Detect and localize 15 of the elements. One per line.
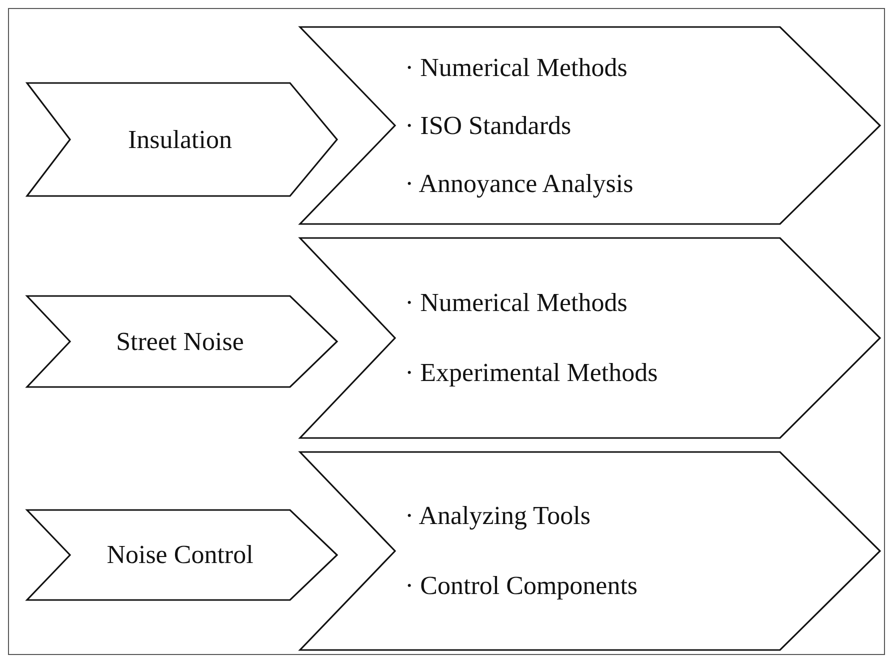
bullet-item: · Control Components: [405, 571, 638, 601]
bullet-item: · Numerical Methods: [405, 52, 628, 82]
bullet-item: · Annoyance Analysis: [405, 168, 634, 198]
bullet-item: · Analyzing Tools: [405, 501, 590, 531]
chevron-label: Insulation: [128, 124, 232, 154]
chevron-shape: [27, 83, 337, 196]
bullet-item: · Numerical Methods: [405, 288, 628, 318]
chevron-shape: [300, 238, 880, 438]
bullet-item: · ISO Standards: [405, 110, 572, 140]
chevron-label: Noise Control: [106, 540, 254, 570]
chevron-shape: [27, 510, 337, 600]
chevron-shape: [27, 296, 337, 387]
chevron-label: Street Noise: [116, 326, 244, 356]
chevron-shape: [300, 452, 880, 650]
bullet-item: · Experimental Methods: [405, 358, 658, 388]
